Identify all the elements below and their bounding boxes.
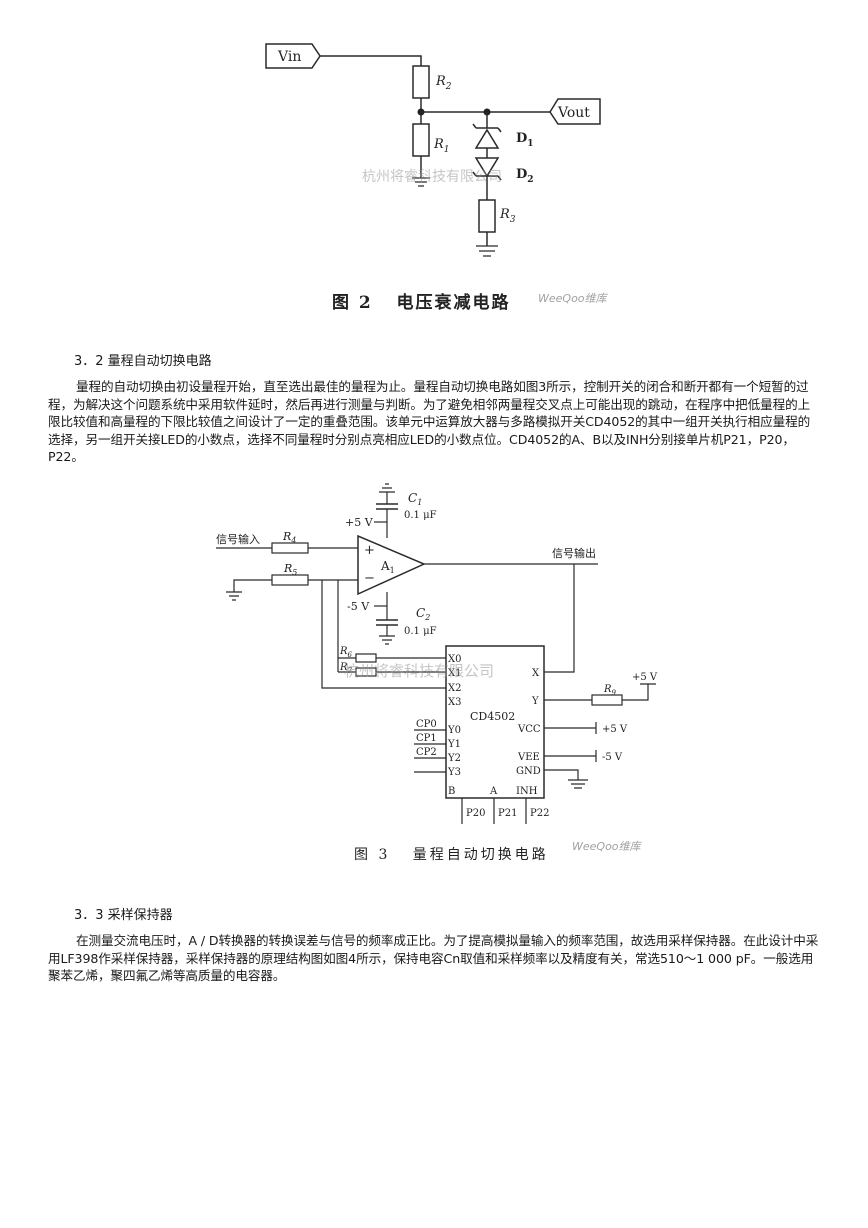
p21-label: P21 bbox=[498, 808, 517, 819]
pin-y0: Y0 bbox=[447, 725, 461, 736]
wire bbox=[414, 729, 446, 773]
p22-label: P22 bbox=[530, 808, 549, 819]
wire bbox=[461, 798, 527, 824]
watermark-company: 杭州将睿科技有限公司 bbox=[362, 169, 502, 185]
d1-label: D1 bbox=[516, 131, 534, 149]
c1-value: 0.1 μF bbox=[404, 510, 437, 521]
watermark-company: 杭州将睿科技有限公司 bbox=[344, 662, 495, 680]
section-3-3-paragraph: 在测量交流电压时，A / D转换器的转换误差与信号的频率成正比。为了提高模拟量输… bbox=[48, 933, 819, 983]
cp0-label: CP0 bbox=[416, 719, 437, 730]
opamp-plus-sign: + bbox=[364, 543, 375, 558]
ground-symbol bbox=[412, 177, 430, 187]
plus5v-label: +5 V bbox=[345, 516, 374, 529]
pin-x: X bbox=[532, 668, 540, 679]
wire bbox=[544, 750, 597, 762]
figure-2-caption: 图 2 电压衰减电路 bbox=[332, 293, 511, 313]
r4-label: R4 bbox=[282, 530, 296, 545]
r3-label: R3 bbox=[499, 207, 516, 225]
vin-label: Vin bbox=[277, 49, 301, 65]
vin-terminal bbox=[265, 43, 321, 69]
pin-y: Y bbox=[531, 696, 539, 707]
pin-x1: X1 bbox=[448, 668, 461, 679]
wire bbox=[233, 579, 272, 592]
resistor-r4 bbox=[271, 542, 309, 554]
opamp-minus-sign: − bbox=[364, 571, 375, 586]
cp2-label: CP2 bbox=[416, 747, 437, 758]
pin-x2: X2 bbox=[448, 683, 461, 694]
ground-symbol bbox=[568, 779, 588, 789]
pin-x0: X0 bbox=[448, 654, 461, 665]
wire bbox=[544, 564, 575, 673]
watermark-brand: WeeQoo维库 bbox=[538, 292, 607, 305]
pin-y1: Y1 bbox=[447, 739, 461, 750]
r6-label: R6 bbox=[339, 646, 353, 659]
wire bbox=[321, 580, 446, 689]
chip-cd4502 bbox=[445, 645, 545, 799]
pin-y2: Y2 bbox=[447, 753, 461, 764]
resistor-r9 bbox=[591, 694, 623, 706]
figure-2-circuit: Vin R2 R1 Vout D1 D2 R3 bbox=[265, 43, 601, 257]
section-3-2-title: 3．2 量程自动切换电路 bbox=[74, 354, 212, 369]
figure-3-caption: 图 3 量程自动切换电路 bbox=[354, 847, 549, 863]
wire bbox=[622, 683, 656, 701]
signal-output-label: 信号输出 bbox=[552, 546, 596, 560]
minus5v-label: -5 V bbox=[347, 600, 370, 613]
ground-symbol bbox=[379, 483, 395, 493]
opamp-label: A1 bbox=[380, 559, 395, 575]
pin-a: A bbox=[489, 786, 498, 797]
c1-label: C1 bbox=[408, 491, 422, 507]
section-3-2-paragraph: 量程的自动切换由初设量程开始，直至选出最佳的量程为止。量程自动切换电路如图3所示… bbox=[48, 379, 811, 464]
vout-terminal bbox=[549, 98, 601, 125]
wire bbox=[544, 722, 597, 734]
section-3-3-title: 3．3 采样保持器 bbox=[74, 908, 173, 923]
p20-label: P20 bbox=[466, 808, 485, 819]
r2-label: R2 bbox=[435, 74, 452, 92]
pin-y3: Y3 bbox=[447, 767, 461, 778]
d2-label: D2 bbox=[516, 167, 534, 185]
figure-3-circuit: C1 0.1 μF +5 V + − A1 信号输入 R4 R5 信号输出 -5… bbox=[216, 483, 658, 824]
ground-symbol bbox=[226, 591, 242, 601]
pin-b: B bbox=[448, 786, 455, 797]
resistor-r5 bbox=[271, 574, 309, 586]
r7-label: R7 bbox=[339, 662, 353, 675]
r1-label: R1 bbox=[433, 137, 450, 155]
plus5v-right-label: +5 V bbox=[632, 672, 658, 683]
ground-symbol bbox=[379, 635, 395, 645]
r5-label: R5 bbox=[283, 562, 297, 577]
pin-x3: X3 bbox=[448, 697, 461, 708]
c2-value: 0.1 μF bbox=[404, 626, 437, 637]
capacitor-c1 bbox=[376, 503, 398, 510]
pin-gnd: GND bbox=[516, 766, 541, 777]
pin-vee: VEE bbox=[517, 752, 540, 763]
minus5v-vee-label: -5 V bbox=[602, 752, 623, 763]
r9-label: R9 bbox=[603, 684, 617, 697]
pin-vcc: VCC bbox=[517, 724, 541, 735]
zener-diode-d1 bbox=[472, 123, 502, 149]
capacitor-c2 bbox=[376, 619, 398, 626]
ground-symbol bbox=[476, 245, 498, 257]
chip-label: CD4502 bbox=[470, 710, 515, 723]
c2-label: C2 bbox=[416, 606, 430, 622]
pin-inh: INH bbox=[516, 786, 538, 797]
signal-input-label: 信号输入 bbox=[216, 532, 260, 546]
plus5v-vcc-label: +5 V bbox=[602, 724, 628, 735]
watermark-brand: WeeQoo维库 bbox=[572, 840, 641, 853]
wire bbox=[320, 55, 422, 66]
wire bbox=[544, 769, 579, 780]
opamp-a1 bbox=[357, 534, 426, 596]
cp1-label: CP1 bbox=[416, 733, 437, 744]
vout-label: Vout bbox=[557, 105, 590, 121]
